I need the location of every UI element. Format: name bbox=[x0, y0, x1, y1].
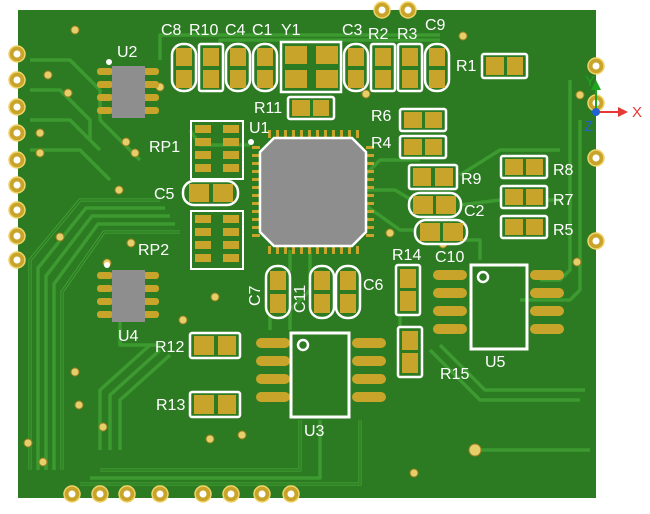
silkscreen-labels: C8 R10 C4 C1 Y1 C3 R2 R3 C9 U2 R1 R11 U1… bbox=[117, 17, 574, 440]
axis-y-label: Y bbox=[585, 73, 595, 90]
label-u4: U4 bbox=[118, 328, 139, 345]
label-c5: C5 bbox=[154, 186, 175, 203]
label-c9: C9 bbox=[425, 17, 446, 34]
label-c7: C7 bbox=[247, 285, 264, 306]
label-u1: U1 bbox=[249, 120, 270, 137]
ic-u3-footprint[interactable] bbox=[256, 331, 386, 419]
resistor-network-rp1[interactable] bbox=[190, 120, 244, 180]
label-r6: R6 bbox=[371, 108, 392, 125]
axis-z-label: Z bbox=[584, 118, 593, 135]
resistor-network-rp2[interactable] bbox=[190, 210, 244, 270]
label-r10: R10 bbox=[189, 22, 218, 39]
edge-pad-holes bbox=[13, 6, 600, 498]
vertical-passive-pads bbox=[270, 269, 418, 373]
label-r2: R2 bbox=[368, 26, 389, 43]
top-passive-pads bbox=[176, 48, 445, 88]
copper-traces-outline bbox=[29, 199, 361, 485]
label-u5: U5 bbox=[485, 354, 506, 371]
label-r8: R8 bbox=[553, 162, 574, 179]
label-r4: R4 bbox=[371, 135, 392, 152]
axis-x-label: X bbox=[632, 104, 642, 121]
label-r9: R9 bbox=[461, 171, 482, 188]
ic-u1-mcu[interactable] bbox=[248, 130, 374, 254]
label-c6: C6 bbox=[363, 277, 384, 294]
label-c8: C8 bbox=[161, 22, 182, 39]
horizontal-passive-pads bbox=[189, 57, 543, 414]
label-rp1: RP1 bbox=[149, 139, 180, 156]
ic-u4[interactable] bbox=[97, 262, 159, 322]
label-r15: R15 bbox=[440, 366, 469, 383]
label-r3: R3 bbox=[397, 26, 418, 43]
crystal-y1[interactable] bbox=[279, 40, 343, 94]
ic-u2[interactable] bbox=[97, 59, 159, 118]
label-r13: R13 bbox=[156, 397, 185, 414]
label-r5: R5 bbox=[553, 222, 574, 239]
label-r1: R1 bbox=[456, 58, 477, 75]
axis-gizmo: X Y Z bbox=[584, 73, 642, 135]
label-y1: Y1 bbox=[281, 22, 301, 39]
ic-u5-footprint[interactable] bbox=[433, 263, 564, 351]
label-r12: R12 bbox=[155, 339, 184, 356]
label-c2: C2 bbox=[464, 203, 485, 220]
label-rp2: RP2 bbox=[138, 242, 169, 259]
vias bbox=[23, 25, 585, 478]
copper-traces bbox=[28, 33, 590, 486]
label-c10: C10 bbox=[435, 249, 464, 266]
label-r11: R11 bbox=[254, 100, 282, 117]
label-c3: C3 bbox=[342, 22, 363, 39]
label-u2: U2 bbox=[117, 44, 138, 61]
label-c4: C4 bbox=[225, 22, 246, 39]
label-c11: C11 bbox=[292, 285, 309, 313]
label-u3: U3 bbox=[304, 423, 325, 440]
label-r14: R14 bbox=[392, 247, 421, 264]
label-c1: C1 bbox=[252, 22, 273, 39]
label-r7: R7 bbox=[553, 192, 574, 209]
